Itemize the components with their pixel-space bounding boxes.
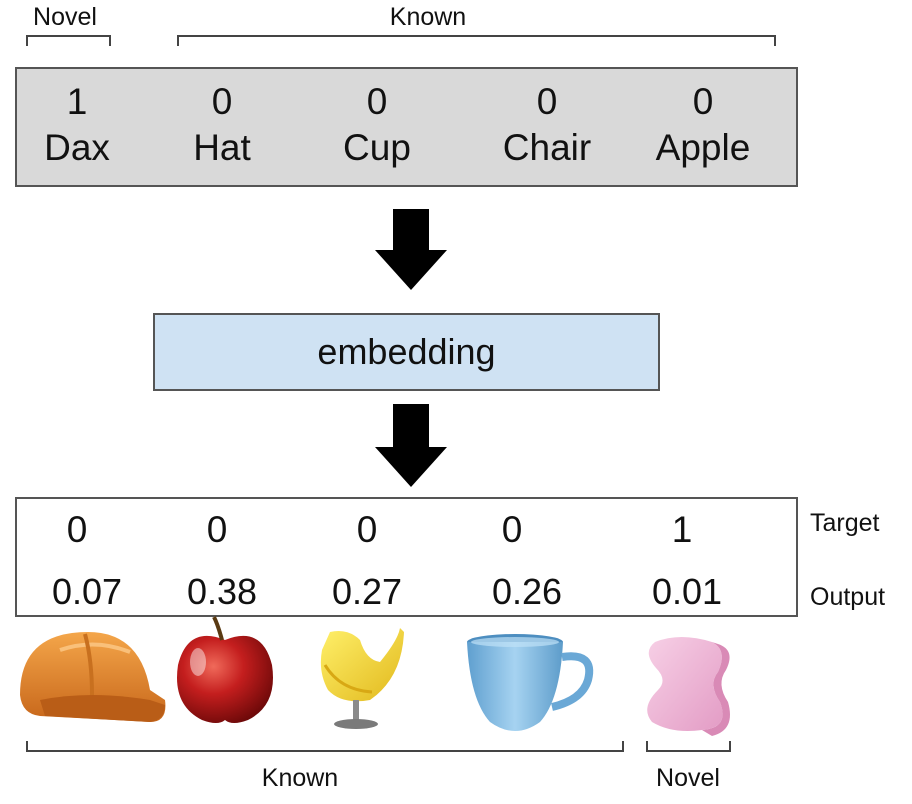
bottom-novel-bracket <box>646 741 731 752</box>
output-value-1: 0.07 <box>51 571 123 612</box>
target-value-3: 0 <box>356 509 378 550</box>
input-vector-box: 1 Dax 0 Hat 0 Cup 0 Chair 0 Apple <box>15 67 798 187</box>
top-novel-bracket <box>26 35 111 46</box>
down-arrow-1 <box>375 209 447 290</box>
target-row-label: Target <box>810 509 880 537</box>
bottom-known-bracket <box>26 741 624 752</box>
input-value-chair: 0 <box>536 81 558 122</box>
dax-novel-object-icon <box>647 637 730 736</box>
input-label-cup: Cup <box>343 127 411 168</box>
bottom-known-label: Known <box>261 764 339 792</box>
output-value-3: 0.27 <box>331 571 403 612</box>
hard-hat-icon <box>20 632 166 722</box>
embedding-label: embedding <box>317 331 496 372</box>
output-value-5: 0.01 <box>651 571 723 612</box>
target-value-1: 0 <box>66 509 88 550</box>
top-known-label: Known <box>389 3 467 31</box>
input-value-hat: 0 <box>211 81 233 122</box>
input-label-hat: Hat <box>193 127 251 168</box>
top-known-bracket <box>177 35 776 46</box>
output-row-label: Output <box>810 583 886 611</box>
target-value-2: 0 <box>206 509 228 550</box>
output-vector-box: 0 0 0 0 1 0.07 0.38 0.27 0.26 0.01 <box>15 497 798 617</box>
input-label-dax: Dax <box>44 127 110 168</box>
cup-icon <box>467 634 594 731</box>
top-novel-label: Novel <box>33 3 97 31</box>
input-value-apple: 0 <box>692 81 714 122</box>
down-arrow-2 <box>375 404 447 487</box>
input-value-dax: 1 <box>66 81 88 122</box>
embedding-box: embedding <box>153 313 660 391</box>
bottom-novel-label: Novel <box>656 764 720 792</box>
target-value-5: 1 <box>671 509 693 550</box>
output-value-2: 0.38 <box>186 571 258 612</box>
input-label-apple: Apple <box>655 127 751 168</box>
output-value-4: 0.26 <box>491 571 563 612</box>
chair-icon <box>320 628 404 729</box>
input-value-cup: 0 <box>366 81 388 122</box>
input-label-chair: Chair <box>502 127 592 168</box>
apple-icon <box>177 616 273 723</box>
target-value-4: 0 <box>501 509 523 550</box>
